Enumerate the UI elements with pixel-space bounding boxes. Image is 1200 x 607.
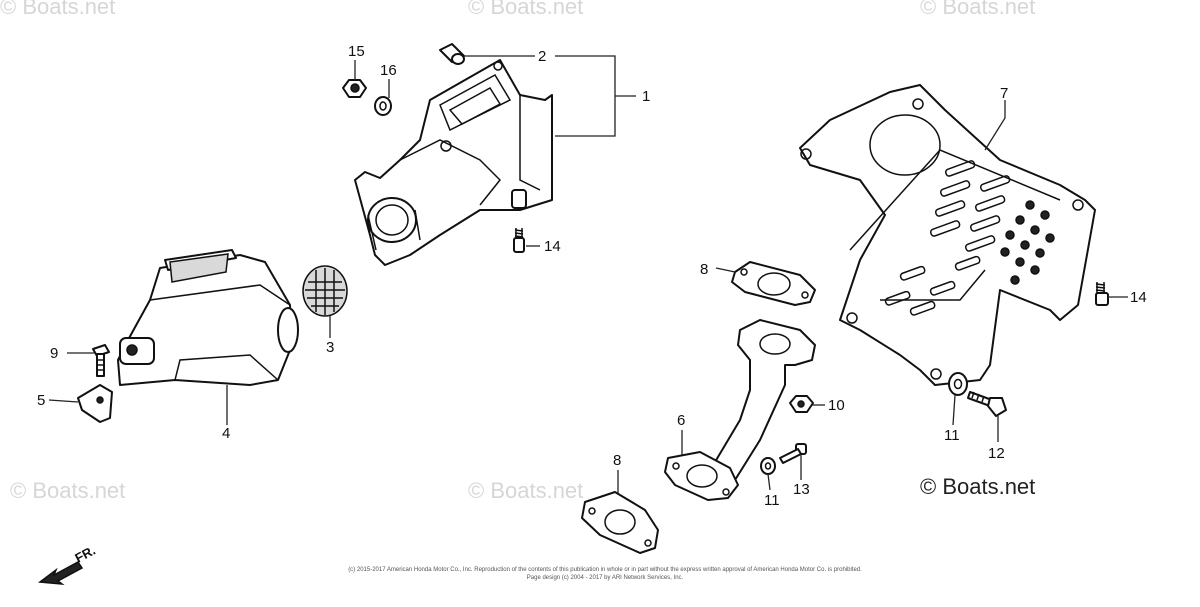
part-14-bolt-upper[interactable]: [513, 228, 525, 253]
part-2-collar[interactable]: [439, 43, 465, 65]
callout-15: 15: [348, 43, 365, 60]
callout-4: 4: [222, 425, 230, 442]
callout-3: 3: [326, 339, 334, 356]
callout-5: 5: [37, 392, 45, 409]
part-9-bolt[interactable]: [92, 344, 110, 377]
part-12-bolt[interactable]: [967, 391, 1007, 417]
callout-8-upper: 8: [700, 261, 708, 278]
footer-design-line: Page design (c) 2004 - 2017 by ARI Netwo…: [526, 575, 684, 581]
part-1-air-guide[interactable]: [354, 59, 553, 266]
part-15-nut[interactable]: [342, 79, 367, 98]
part-13-bolt[interactable]: [779, 443, 807, 464]
callout-6: 6: [677, 412, 685, 429]
part-3-screen[interactable]: [302, 265, 348, 317]
part-4-air-cleaner-case[interactable]: [117, 249, 299, 386]
callout-2: 2: [538, 48, 546, 65]
part-11-washer-lower[interactable]: [760, 457, 776, 475]
part-16-washer[interactable]: [374, 96, 392, 116]
callout-13: 13: [793, 481, 810, 498]
callout-labels: 1 2 15 16 14 3 4 9 5 7 8 6 8 10 11 13 11…: [37, 43, 1147, 509]
copyright-notice: © Boats.net: [920, 474, 1036, 499]
callout-1: 1: [642, 88, 650, 105]
part-6-exhaust-pipe[interactable]: [664, 319, 816, 501]
watermark: © Boats.net: [10, 478, 126, 503]
callout-12: 12: [988, 445, 1005, 462]
part-8-gasket-lower[interactable]: [581, 491, 659, 554]
part-10-nut[interactable]: [789, 395, 814, 413]
watermark: © Boats.net: [920, 0, 1036, 19]
callout-14-upper: 14: [544, 238, 561, 255]
callout-16: 16: [380, 62, 397, 79]
callout-8-lower: 8: [613, 452, 621, 469]
callout-7: 7: [1000, 85, 1008, 102]
part-14-bolt-right[interactable]: [1095, 282, 1109, 306]
part-5-bracket[interactable]: [77, 384, 113, 423]
watermark: © Boats.net: [468, 0, 584, 19]
footer-legal-line: (c) 2015-2017 American Honda Motor Co., …: [348, 567, 862, 573]
callout-9: 9: [50, 345, 58, 362]
front-direction-arrow-icon: FR.: [37, 543, 98, 585]
part-8-gasket-upper[interactable]: [731, 261, 816, 306]
callout-11-lower: 11: [764, 492, 780, 509]
callout-10: 10: [828, 397, 845, 414]
callout-11-right: 11: [944, 427, 960, 444]
callout-14-right: 14: [1130, 289, 1147, 306]
part-7-muffler-protector[interactable]: [799, 84, 1096, 386]
leader-lines: [48, 55, 1128, 495]
watermark: © Boats.net: [0, 0, 116, 19]
part-11-washer-right[interactable]: [948, 372, 968, 396]
watermark: © Boats.net: [468, 478, 584, 503]
